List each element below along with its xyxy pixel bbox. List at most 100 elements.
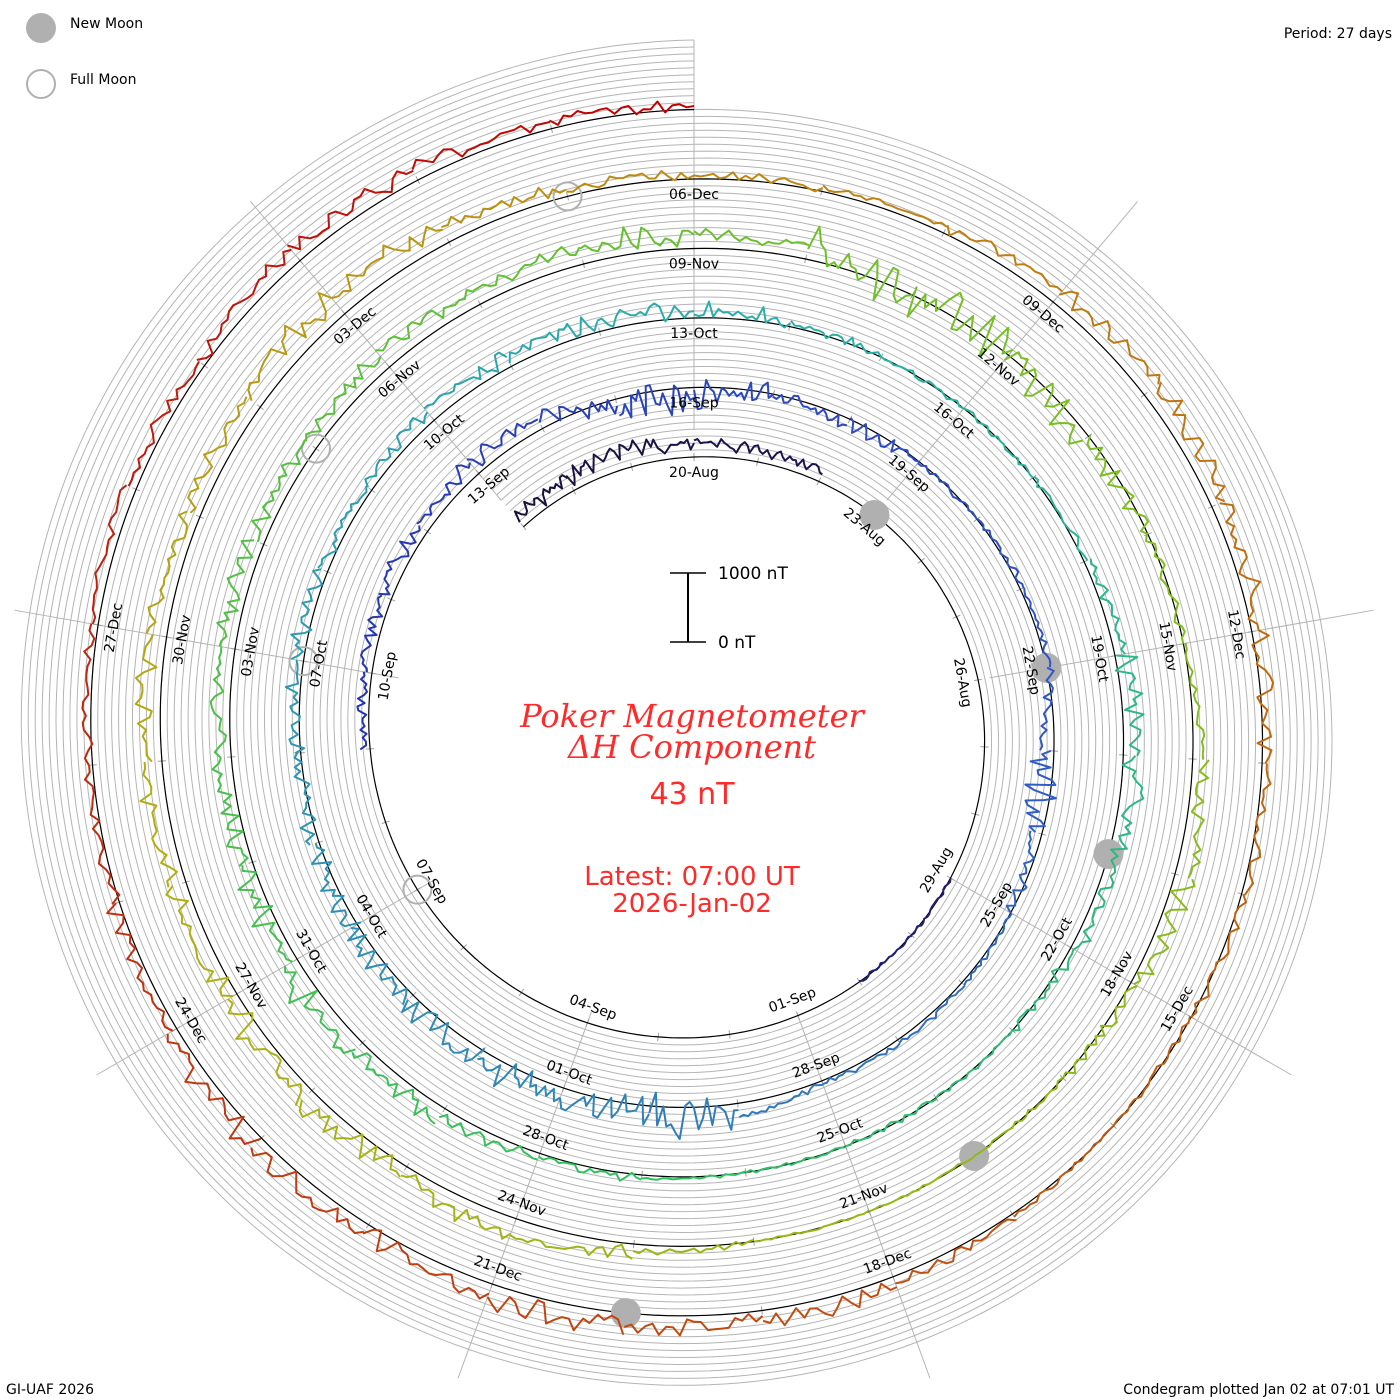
trace-segment xyxy=(1039,666,1055,751)
trace-segment xyxy=(416,462,471,525)
trace-segment xyxy=(360,594,384,673)
trace-segment xyxy=(549,100,695,126)
trace-segment xyxy=(284,966,356,1054)
trace-segment xyxy=(356,671,368,751)
trace-segment xyxy=(351,1051,436,1125)
full-moon-marker xyxy=(552,181,583,212)
date-label: 13-Oct xyxy=(670,326,718,342)
period-label: Period: 27 days xyxy=(1284,26,1392,42)
trace-segment xyxy=(1023,587,1052,668)
new-moon-legend-label: New Moon xyxy=(70,16,143,32)
trace-segment xyxy=(895,1218,1017,1285)
full-moon-marker xyxy=(402,874,433,905)
trace-segment xyxy=(1024,749,1057,833)
trace-segment xyxy=(196,248,292,361)
trace-segment xyxy=(1133,878,1196,985)
trace-segment xyxy=(693,171,823,193)
trace-segment xyxy=(759,449,823,476)
new-moon-marker xyxy=(610,1298,641,1329)
date-label: 07-Sep xyxy=(412,856,451,907)
date-label: 30-Nov xyxy=(170,614,194,666)
trace-segment xyxy=(509,1234,633,1260)
trace-segment xyxy=(1112,1016,1191,1127)
full-moon-marker xyxy=(301,433,332,464)
radial-grid-line xyxy=(96,879,435,1076)
new-moon-marker xyxy=(1093,839,1124,870)
trace-segment xyxy=(906,286,1014,357)
trace-segment xyxy=(1086,434,1149,536)
trace-segment xyxy=(375,289,475,352)
trace-segment xyxy=(632,1238,754,1256)
trace-segment xyxy=(910,877,952,936)
trace-segment xyxy=(596,302,695,328)
trace-segment xyxy=(139,761,178,888)
trace-segment xyxy=(946,224,1063,293)
trace-segment xyxy=(822,1042,901,1086)
trace-segment xyxy=(211,757,249,867)
date-label: 01-Sep xyxy=(767,985,819,1017)
chart-subtitle: ΔH Component xyxy=(566,728,816,766)
date-label: 28-Sep xyxy=(790,1050,842,1082)
date-label: 10-Oct xyxy=(421,411,468,454)
radial-grid-line xyxy=(14,609,399,679)
trace-segment xyxy=(284,659,306,755)
scale-top-label: 1000 nT xyxy=(718,564,788,584)
date-label: 09-Nov xyxy=(669,257,719,273)
new-moon-marker xyxy=(859,499,890,530)
trace-segment xyxy=(917,462,978,520)
trace-segment xyxy=(565,443,629,487)
trace-segment xyxy=(693,227,810,247)
new-moon-legend-icon xyxy=(26,13,56,43)
trace-segment xyxy=(898,984,966,1044)
trace-segment xyxy=(287,169,414,251)
trace-segment xyxy=(762,1282,898,1327)
trace-segment xyxy=(1244,763,1272,896)
trace-segment xyxy=(411,121,551,170)
trace-segment xyxy=(868,1155,976,1213)
trace-segment xyxy=(963,407,1034,479)
full-moon-legend-label: Full Moon xyxy=(70,72,136,88)
footer-plotted: Condegram plotted Jan 02 at 07:01 UT xyxy=(1123,1382,1394,1398)
trace-segment xyxy=(963,912,1013,986)
trace-segment xyxy=(845,1098,938,1148)
trace-segment xyxy=(237,865,293,963)
trace-segment xyxy=(538,1155,642,1182)
trace-segment xyxy=(1033,475,1089,561)
trace-segment xyxy=(1073,855,1118,951)
trace-segment xyxy=(486,1296,625,1336)
trace-segment xyxy=(623,1313,764,1337)
trace-segment xyxy=(618,384,695,419)
trace-segment xyxy=(293,752,317,846)
date-label: 21-Nov xyxy=(837,1180,890,1212)
trace-segment xyxy=(209,646,227,759)
date-label: 10-Sep xyxy=(376,650,400,701)
trace-segment xyxy=(973,1076,1064,1157)
trace-segment xyxy=(693,300,791,329)
trace-segment xyxy=(1062,984,1138,1079)
trace-segment xyxy=(362,1228,490,1300)
trace-segment xyxy=(311,842,362,928)
trace-segment xyxy=(1089,558,1127,655)
current-value: 43 nT xyxy=(649,777,735,812)
trace-segment xyxy=(378,525,421,596)
trace-segment xyxy=(1005,830,1035,914)
trace-segment xyxy=(1004,351,1084,445)
trace-segment xyxy=(247,292,332,401)
trace-segment xyxy=(187,396,248,514)
full-moon-legend-icon xyxy=(26,69,56,99)
trace-segment xyxy=(364,411,429,488)
trace-segment xyxy=(807,225,913,304)
trace-segment xyxy=(1110,755,1145,858)
trace-segment xyxy=(880,356,965,410)
trace-segment xyxy=(127,361,200,487)
trace-segment xyxy=(1114,654,1145,757)
date-label: 16-Sep xyxy=(669,396,718,412)
trace-segment xyxy=(1013,1125,1115,1218)
trace-segment xyxy=(693,438,761,454)
trace-segment xyxy=(84,765,121,905)
trace-segment xyxy=(579,226,695,253)
trace-segment xyxy=(648,1091,739,1141)
radial-grid-line xyxy=(796,1011,931,1379)
trace-segment xyxy=(331,225,443,300)
